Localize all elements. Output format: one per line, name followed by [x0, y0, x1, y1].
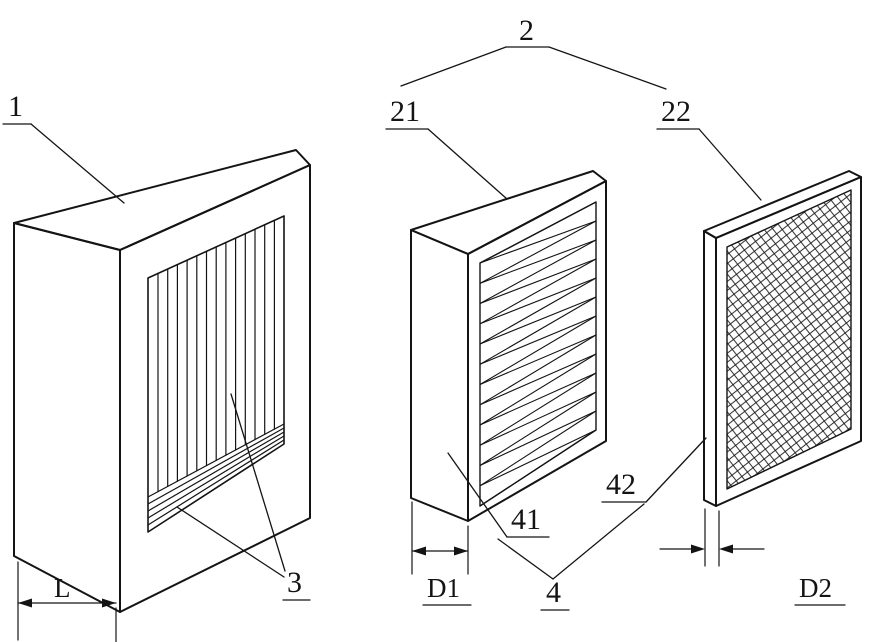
label-group-2: 2	[400, 14, 667, 90]
dim-D1-arrow-right	[454, 546, 468, 556]
dim-L-arrow-right	[102, 598, 116, 608]
label-2: 2	[519, 14, 534, 47]
grille-slats	[157, 219, 275, 493]
dim-L-arrow-left	[18, 598, 32, 608]
housing-front-face	[119, 164, 311, 613]
housing-top-face	[13, 149, 311, 251]
dim-D2-label: D2	[799, 573, 832, 603]
label-group-42: 42	[601, 437, 707, 503]
mesh-panel-part-22	[703, 170, 862, 507]
label-2-branch-left	[400, 46, 507, 87]
label-3-leader-slats	[230, 393, 286, 572]
label-1-leader	[30, 123, 125, 204]
label-21: 21	[390, 95, 420, 128]
label-group-41: 41	[447, 452, 550, 538]
housing-part-1	[13, 149, 311, 613]
mesh-crosshatch	[727, 190, 851, 489]
label-42: 42	[606, 468, 636, 501]
label-22-leader	[698, 128, 762, 201]
label-group-21: 21	[385, 95, 508, 200]
dimension-D1: D1	[411, 501, 472, 606]
label-21-leader	[427, 128, 508, 200]
dim-D1-arrow-left	[412, 546, 426, 556]
label-2-branch-right	[548, 46, 667, 90]
mesh-left-face	[703, 230, 717, 507]
label-4: 4	[546, 576, 561, 609]
housing-left-face	[13, 222, 121, 613]
label-3: 3	[287, 566, 302, 599]
filter-left-face	[410, 229, 469, 522]
label-41: 41	[511, 503, 541, 536]
dimension-D2: D2	[659, 508, 846, 606]
mesh-front-face	[715, 176, 862, 507]
label-group-4: 4	[497, 503, 645, 611]
label-41-leader	[447, 452, 508, 538]
dim-D2-arrow-left	[691, 544, 705, 554]
dim-D2-arrow-right	[719, 544, 733, 554]
filter-front-face	[467, 180, 607, 522]
dim-D1-label: D1	[427, 573, 460, 603]
pleat-fold-lines	[479, 201, 597, 507]
label-3-leader-bottom	[176, 506, 285, 578]
label-4-branch-41	[497, 538, 554, 580]
pleated-filter-part-21	[410, 170, 607, 522]
reference-labels: 1 2 21 22 3 41	[2, 14, 762, 611]
grille-bottom-edges	[147, 423, 285, 526]
pleat-diagonal-lines	[479, 220, 597, 487]
housing-opening	[147, 215, 285, 533]
label-4-branch-42	[552, 503, 645, 580]
label-42-leader	[645, 437, 707, 503]
dim-L-label: L	[54, 573, 71, 603]
label-22: 22	[661, 95, 691, 128]
dimension-L: L	[17, 561, 117, 642]
label-group-3: 3	[176, 393, 311, 601]
label-1: 1	[8, 90, 23, 123]
label-group-1: 1	[2, 90, 125, 204]
label-group-22: 22	[656, 95, 762, 201]
